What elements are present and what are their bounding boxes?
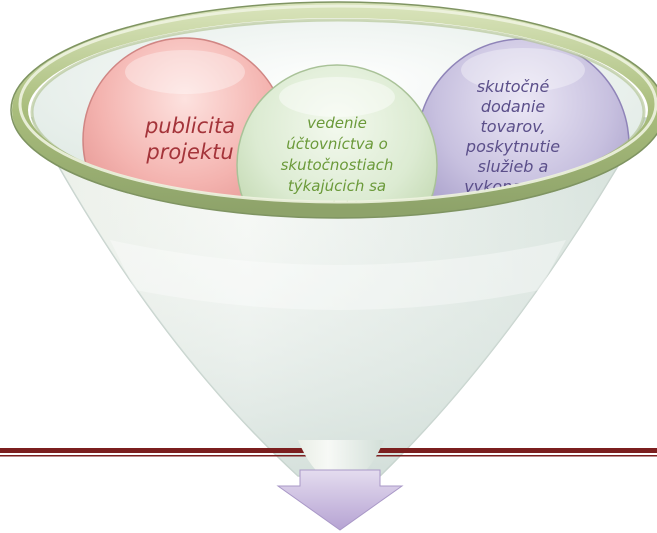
ball-label-line: projektu [145, 140, 233, 164]
ball-label-line: skutočné [477, 77, 550, 96]
funnel-highlight [110, 240, 566, 310]
ball-label-line: účtovníctva o [286, 135, 388, 153]
ball-accounting-gloss [279, 77, 395, 117]
funnel-shade [32, 118, 646, 476]
ball-label-line: publicita [144, 114, 235, 138]
ball-label-line: týkajúcich sa [288, 177, 386, 195]
ball-label-line: poskytnutie [465, 137, 560, 156]
ball-label-line: tovarov, [481, 117, 546, 136]
ball-label-line: vedenie [307, 114, 367, 132]
ball-delivery-gloss [461, 48, 585, 92]
ball-label-line: skutočnostiach [281, 156, 394, 174]
ball-accounting: vedenie účtovníctva o skutočnostiach týkajú… [236, 64, 438, 216]
ball-accounting-label: vedenie účtovníctva o skutočnostiach týkajú… [281, 114, 394, 216]
ball-label-line: dodanie [481, 97, 545, 116]
funnel-rim-highlight [18, 4, 657, 204]
ball-accounting-shape [236, 64, 438, 204]
down-arrow-icon [276, 469, 404, 531]
funnel-rim-outline [10, 1, 657, 219]
ball-label-line: služieb a [478, 157, 549, 176]
ball-publicity-gloss [125, 50, 245, 94]
